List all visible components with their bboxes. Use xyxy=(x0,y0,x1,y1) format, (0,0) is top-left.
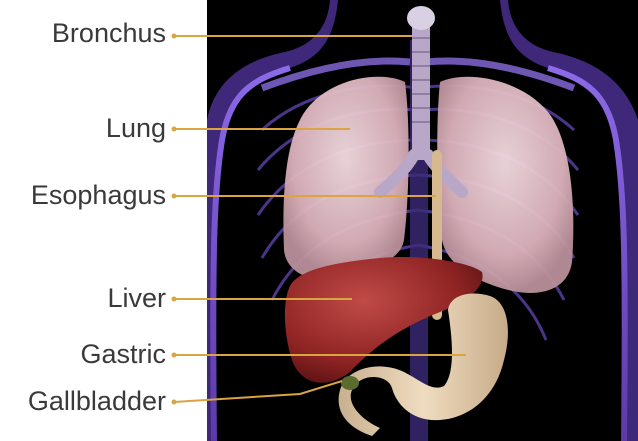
gallbladder xyxy=(341,376,359,390)
label-gallbladder: Gallbladder xyxy=(28,388,166,415)
label-bronchus: Bronchus xyxy=(52,20,166,47)
label-gastric: Gastric xyxy=(80,341,166,368)
label-lung: Lung xyxy=(106,115,166,142)
label-esophagus: Esophagus xyxy=(31,182,166,209)
label-liver: Liver xyxy=(107,285,166,312)
